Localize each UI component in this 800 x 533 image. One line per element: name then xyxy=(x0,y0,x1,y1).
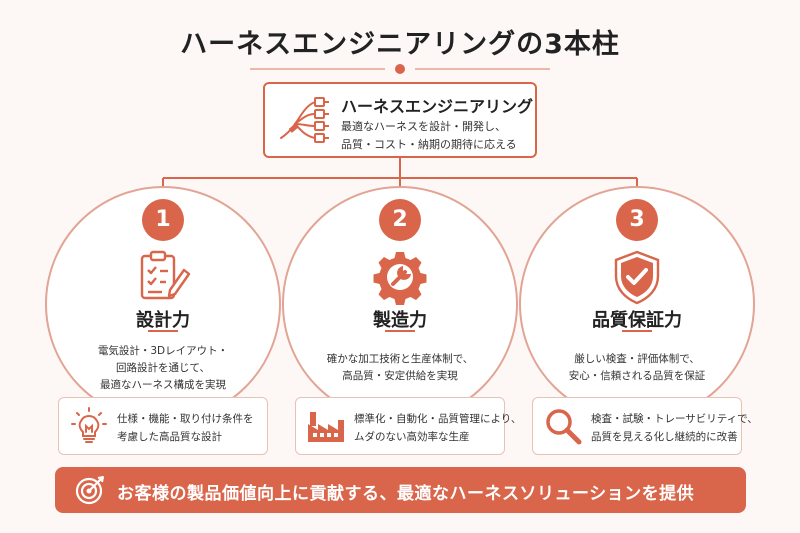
title-underline xyxy=(385,330,415,332)
title-underline xyxy=(148,330,178,332)
factory-icon xyxy=(308,412,344,442)
title-divider xyxy=(250,64,550,74)
pillar-desc-line: 高品質・安定供給を実現 xyxy=(342,370,458,382)
pillar-desc-line: 安心・信頼される品質を保証 xyxy=(568,370,706,382)
pillar-number-badge: 3 xyxy=(616,199,658,241)
manufacturing-detail-card: 標準化・自動化・品質管理により、 ムダのない高効率な生産 xyxy=(295,397,521,455)
shield-check-icon xyxy=(614,250,660,305)
pillar-title: 品質保証力 xyxy=(592,310,682,331)
pillar-desc-line: 確かな加工技術と生産体制で、 xyxy=(326,353,474,365)
top-box-desc-line1: 最適なハーネスを設計・開発し、 xyxy=(341,120,506,133)
top-box-heading: ハーネスエンジニアリング xyxy=(341,97,534,116)
pillar-desc-line: 厳しい検査・評価体制で、 xyxy=(574,353,700,365)
pillar-desc-line: 電気設計・3Dレイアウト・ xyxy=(97,345,229,357)
card-text-line: 標準化・自動化・品質管理により、 xyxy=(354,413,522,425)
pillar-number-badge: 2 xyxy=(379,199,421,241)
top-box-desc-line2: 品質・コスト・納期の期待に応える xyxy=(341,138,517,151)
card-text-line: 検査・試験・トレーサビリティで、 xyxy=(591,413,758,425)
pillar-desc-line: 回路設計を通じて、 xyxy=(116,362,210,374)
card-text-line: ムダのない高効率な生産 xyxy=(354,431,470,443)
harness-engineering-box: ハーネスエンジニアリング 最適なハーネスを設計・開発し、 品質・コスト・納期の期… xyxy=(263,82,537,158)
card-text-line: 品質を見える化し継続的に改善 xyxy=(591,431,738,443)
pillar-title: 製造力 xyxy=(373,310,427,331)
target-icon xyxy=(75,476,104,505)
harness-icon xyxy=(280,97,329,143)
pillar-title: 設計力 xyxy=(136,310,190,331)
banner-text: お客様の製品価値向上に貢献する、最適なハーネスソリューションを提供 xyxy=(117,484,695,504)
magnifier-icon xyxy=(546,409,582,445)
page-title: ハーネスエンジニアリングの3本柱 xyxy=(180,29,620,60)
clipboard-pen-icon xyxy=(140,250,191,300)
quality-detail-card: 検査・試験・トレーサビリティで、 品質を見える化し継続的に改善 xyxy=(532,397,758,455)
summary-banner: お客様の製品価値向上に貢献する、最適なハーネスソリューションを提供 xyxy=(55,467,746,513)
pillar-number-badge: 1 xyxy=(142,199,184,241)
design-detail-card: 仕様・機能・取り付け条件を 考慮した高品質な設計 xyxy=(58,397,268,455)
pillar-desc-line: 最適なハーネス構成を実現 xyxy=(100,379,226,391)
gear-wrench-icon xyxy=(373,252,427,305)
title-underline xyxy=(622,330,652,332)
card-text-line: 仕様・機能・取り付け条件を xyxy=(117,413,254,425)
card-text-line: 考慮した高品質な設計 xyxy=(117,431,222,443)
lightbulb-icon xyxy=(71,407,107,443)
